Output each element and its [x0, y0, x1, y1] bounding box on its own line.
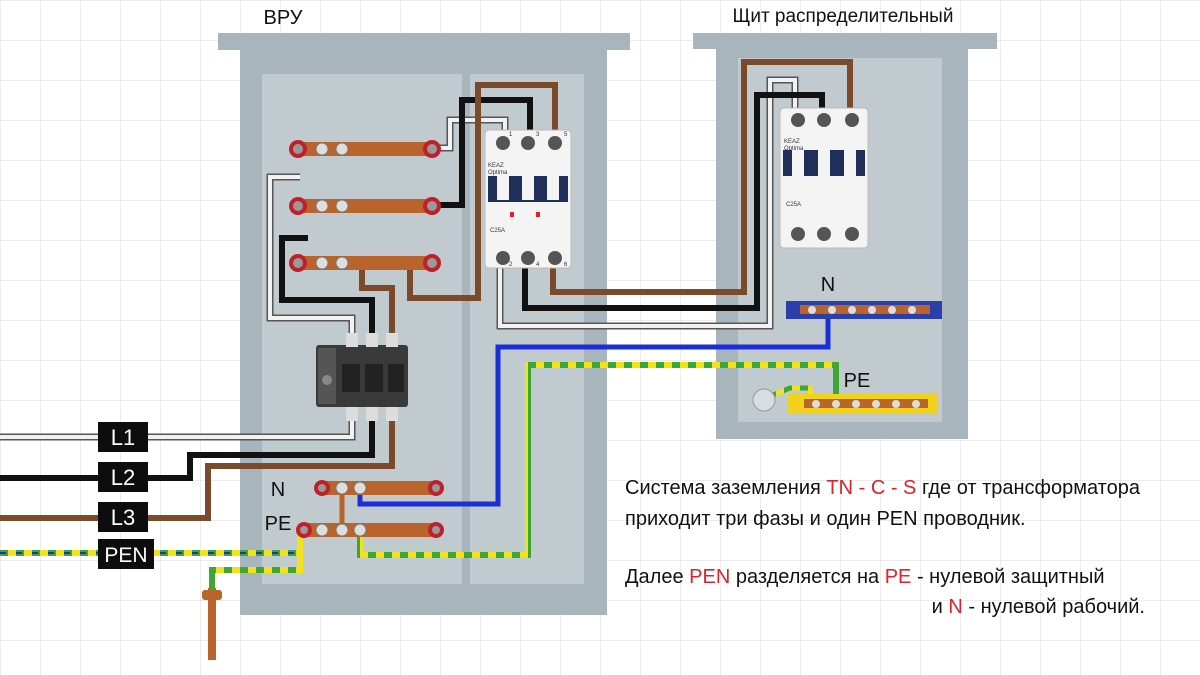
caption-line-3: Далее PEN разделяется на PE - нулевой за… [625, 566, 1105, 588]
dist-pe-bus-label: PE [844, 370, 871, 392]
vru-n-bus-label: N [271, 479, 285, 501]
wire-bus1-breaker [430, 118, 507, 150]
vru-breaker [484, 129, 572, 269]
vru-breaker-term-1: 1 [509, 132, 513, 138]
caption-line-4: и N - нулевой рабочий. [932, 596, 1145, 618]
wire-out-brown [550, 59, 853, 295]
dist-n-bus [786, 301, 942, 319]
vru-phase-busbar-1 [289, 140, 441, 158]
dist-pe-bus [752, 388, 938, 414]
vru-title: ВРУ [264, 7, 303, 29]
vru-breaker-brand: KEAZ [488, 163, 504, 169]
vru-breaker-term-3: 3 [536, 132, 540, 138]
dist-breaker-series: Optima [784, 146, 804, 152]
dist-breaker-brand: KEAZ [784, 139, 800, 145]
main-load-switch [316, 333, 408, 421]
dist-breaker-rating: C25A [786, 202, 801, 208]
wire-vru-white [268, 175, 354, 345]
wire-bus2-breaker [430, 97, 533, 208]
wire-pe [357, 362, 839, 558]
vru-breaker-term-5: 5 [564, 132, 568, 138]
vru-phase-busbar-2 [289, 197, 441, 215]
vru-pe-bus-label: PE [265, 513, 292, 535]
wire-ground [209, 553, 303, 590]
wire-vru-black [279, 235, 375, 345]
l1-label-box [98, 422, 148, 452]
l3-label-box [98, 502, 148, 532]
l3-label: L3 [111, 505, 135, 530]
vru-n-bus [314, 480, 444, 496]
vru-breaker-rating: C25A [490, 228, 505, 234]
vru-breaker-term-4: 4 [536, 262, 540, 268]
dist-breaker [779, 107, 869, 249]
pen-label-box [98, 539, 154, 569]
vru-phase-busbar-3 [289, 254, 441, 272]
dist-roof [693, 33, 997, 49]
l2-label-box [98, 462, 148, 492]
vru-pe-bus [296, 522, 444, 538]
caption-line-2: приходит три фазы и один PEN проводник. [625, 508, 1026, 530]
vru-breaker-term-6: 6 [564, 262, 568, 268]
wire-bus3-breaker [407, 82, 558, 301]
caption-line-1: Система заземления TN - C - S где от тра… [625, 477, 1141, 499]
dist-n-bus-label: N [821, 274, 835, 296]
distribution-title: Щит распределительный [733, 6, 954, 27]
vru-roof [218, 33, 630, 50]
wire-neutral [357, 312, 831, 507]
wire-out-white [498, 78, 797, 328]
vru-breaker-series: Optima [488, 170, 508, 176]
l1-label: L1 [111, 425, 135, 450]
wire-out-black [522, 92, 825, 311]
l2-label: L2 [111, 465, 135, 490]
pen-label: PEN [104, 544, 147, 567]
ground-rod [202, 588, 222, 660]
vru-breaker-term-2: 2 [509, 262, 513, 268]
